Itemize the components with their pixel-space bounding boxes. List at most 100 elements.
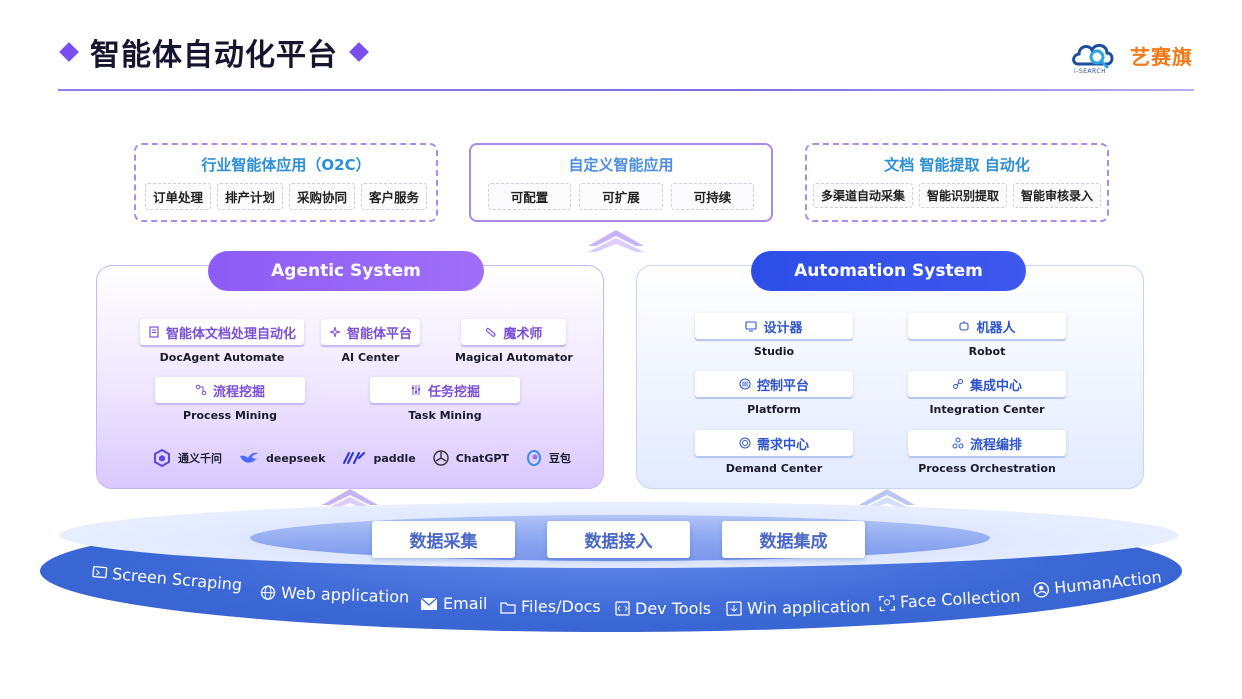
module-sublabel: Task Mining: [408, 409, 482, 422]
llm-item: deepseek: [238, 450, 325, 466]
code-icon: [615, 601, 630, 616]
robot-icon: [959, 321, 970, 331]
llm-item: paddle: [341, 450, 416, 466]
orchestration-icon: [952, 437, 964, 449]
diamond-icon: [349, 42, 369, 62]
data-collect-button[interactable]: 数据采集: [372, 521, 515, 558]
module-label: 智能体平台: [347, 326, 413, 342]
module-label: 集成中心: [969, 378, 1022, 394]
paddle-icon: [343, 452, 366, 464]
person-icon: [1033, 581, 1049, 598]
module-demand-center[interactable]: 需求中心 Demand Center: [695, 430, 853, 475]
module-integration-center[interactable]: 集成中心 Integration Center: [908, 371, 1066, 416]
module-studio[interactable]: 设计器 Studio: [695, 313, 853, 358]
link-icon: [952, 379, 963, 389]
app-chip: 智能审核录入: [1013, 183, 1102, 208]
wand-icon: [486, 327, 497, 337]
app-chip: 可扩展: [579, 183, 663, 210]
module-robot[interactable]: 机器人 Robot: [908, 313, 1066, 358]
module-sublabel: Process Orchestration: [918, 462, 1056, 475]
automation-system-title: Automation System: [751, 251, 1026, 291]
sparkle-icon: [329, 326, 341, 338]
app-box-industry: 行业智能体应用（O2C） 订单处理 排产计划 采购协同 客户服务: [134, 143, 438, 222]
source-email: Email: [420, 594, 487, 613]
source-dev-tools: Dev Tools: [615, 599, 711, 618]
module-sublabel: Studio: [753, 345, 795, 358]
logo: 艺赛旗 i-SEARCH: [1070, 38, 1193, 75]
module-sublabel: Integration Center: [929, 403, 1045, 416]
llm-list: 通义千问 deepseek paddle ChatGPT 豆包: [152, 448, 571, 468]
module-sublabel: Platform: [747, 403, 801, 416]
module-process-mining[interactable]: 流程挖掘 Process Mining: [155, 377, 306, 422]
module-label: 魔术师: [503, 326, 543, 342]
module-ai-center[interactable]: 智能体平台 AI Center: [321, 319, 421, 364]
module-sublabel: Robot: [968, 345, 1006, 358]
llm-item: 通义千问: [152, 448, 222, 468]
mail-icon: [420, 597, 438, 610]
module-label: 机器人: [976, 320, 1016, 336]
monitor-icon: [745, 321, 758, 332]
data-access-button[interactable]: 数据接入: [547, 521, 690, 558]
header-divider: [58, 89, 1194, 91]
module-sublabel: AI Center: [341, 351, 400, 364]
module-magical-automator[interactable]: 魔术师 Magical Automator: [455, 319, 573, 364]
source-web-application: Web application: [260, 582, 410, 607]
app-chip: 订单处理: [144, 183, 211, 210]
folder-icon: [500, 601, 516, 614]
module-label: 设计器: [763, 320, 803, 336]
app-title: 自定义智能应用: [568, 156, 674, 174]
app-chip: 客户服务: [361, 183, 428, 210]
deepseek-icon: [240, 452, 258, 463]
cloud-search-icon: [1072, 44, 1114, 69]
module-sublabel: Demand Center: [725, 462, 823, 475]
app-chip: 排产计划: [216, 183, 283, 210]
module-platform[interactable]: 控制平台 Platform: [695, 371, 853, 416]
module-sublabel: DocAgent Automate: [159, 351, 285, 364]
logo-text: 艺赛旗: [1130, 44, 1193, 69]
page-title: 智能体自动化平台: [90, 38, 338, 73]
app-chip: 可配置: [487, 183, 572, 210]
globe-icon: [260, 585, 276, 600]
app-chip: 采购协同: [289, 183, 356, 210]
module-label: 任务挖掘: [428, 384, 481, 400]
up-chevron-icon: [588, 230, 644, 252]
face-scan-icon: [879, 594, 896, 611]
app-chip: 多渠道自动采集: [812, 183, 913, 208]
tongyi-icon: [154, 448, 170, 468]
llm-item: ChatGPT: [432, 449, 509, 467]
llm-item: 豆包: [525, 449, 571, 467]
source-human-action: HumanAction: [1032, 567, 1162, 599]
app-title: 行业智能体应用（O2C）: [201, 156, 371, 174]
module-task-mining[interactable]: 任务挖掘 Task Mining: [370, 377, 521, 422]
source-win-application: Win application: [726, 597, 871, 619]
document-icon: [149, 326, 159, 338]
source-files-docs: Files/Docs: [500, 597, 601, 616]
diamond-icon: [59, 42, 79, 62]
app-box-document: 文档 智能提取 自动化 多渠道自动采集 智能识别提取 智能审核录入: [805, 143, 1109, 222]
doubao-icon: [526, 450, 541, 466]
app-chip: 智能识别提取: [918, 183, 1007, 208]
module-label: 流程编排: [969, 437, 1022, 453]
module-sublabel: Magical Automator: [455, 351, 573, 364]
module-sublabel: Process Mining: [183, 409, 277, 422]
sliders-icon: [411, 385, 421, 395]
window-icon: [726, 601, 742, 616]
app-title: 文档 智能提取 自动化: [884, 156, 1030, 174]
module-docagent[interactable]: 智能体文档处理自动化 DocAgent Automate: [140, 319, 305, 364]
target-icon: [739, 437, 751, 449]
logo-subtext: i-SEARCH: [1074, 68, 1107, 75]
module-label: 需求中心: [756, 437, 809, 453]
server-icon: [739, 378, 751, 390]
chatgpt-icon: [433, 450, 449, 466]
title-block: 智能体自动化平台: [56, 30, 372, 74]
app-chip: 可持续: [670, 183, 755, 210]
source-screen-scraping: Screen Scraping: [91, 562, 243, 595]
data-integration-button[interactable]: 数据集成: [722, 521, 865, 558]
module-process-orchestration[interactable]: 流程编排 Process Orchestration: [908, 430, 1066, 475]
module-label: 控制平台: [756, 378, 809, 394]
source-face-collection: Face Collection: [879, 586, 1021, 612]
module-label: 智能体文档处理自动化: [166, 326, 297, 342]
app-box-custom: 自定义智能应用 可配置 可扩展 可持续: [469, 143, 773, 222]
module-label: 流程挖掘: [213, 384, 266, 400]
flow-icon: [195, 384, 207, 396]
